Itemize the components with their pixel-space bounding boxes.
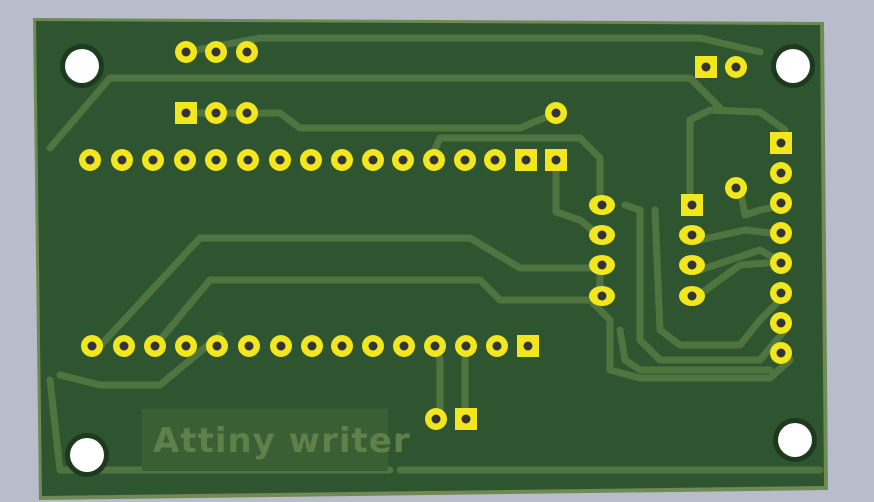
bottom-connector-square-pad [455, 408, 477, 430]
right-header-pad [770, 312, 792, 334]
upper-row-pad [362, 149, 384, 171]
upper-row-square-pad [545, 149, 567, 171]
upper-row-pad [205, 149, 227, 171]
dip-left-pad [589, 255, 615, 275]
right-header-pad [770, 282, 792, 304]
header-top-pad [205, 41, 227, 63]
upper-row-pad [142, 149, 164, 171]
upper-row-pad [423, 149, 445, 171]
upper-row-pad [79, 149, 101, 171]
header-second-pad [236, 102, 258, 124]
dip-left-pad [589, 286, 615, 306]
right-header-pad [770, 192, 792, 214]
lower-row-pad [486, 335, 508, 357]
upper-row-pad [331, 149, 353, 171]
board-label: Attiny writer [153, 421, 411, 461]
lower-row-pad [81, 335, 103, 357]
upper-row-pad [392, 149, 414, 171]
single-pad [545, 102, 567, 124]
upper-row-pad [515, 149, 537, 171]
header-top-pad [236, 41, 258, 63]
upper-row-pad [111, 149, 133, 171]
upper-row-pad [174, 149, 196, 171]
pads [79, 41, 792, 430]
lower-row-pad [113, 335, 135, 357]
right-header-pad [770, 132, 792, 154]
upper-row-pad [484, 149, 506, 171]
upper-row-pad [269, 149, 291, 171]
right-header-pad [770, 252, 792, 274]
lower-row-pad [301, 335, 323, 357]
lower-row-pad [238, 335, 260, 357]
lower-row-pad [393, 335, 415, 357]
right-header-pad [770, 162, 792, 184]
right-header-pad [770, 342, 792, 364]
dip-right-pad [679, 255, 705, 275]
lower-row-pad [362, 335, 384, 357]
lower-row-pad [206, 335, 228, 357]
lower-row-pad [144, 335, 166, 357]
power-connector-pad [725, 56, 747, 78]
upper-row-pad [454, 149, 476, 171]
dip-right-pad [679, 225, 705, 245]
header-second-pad [205, 102, 227, 124]
lower-row-pad [175, 335, 197, 357]
via-pad [725, 177, 747, 199]
lower-row-pad [270, 335, 292, 357]
upper-row-pad [300, 149, 322, 171]
dip-right-square-pad [681, 194, 703, 216]
label-plate [142, 409, 388, 471]
lower-row-pad [517, 335, 539, 357]
dip-right-pad [679, 286, 705, 306]
lower-row-pad [424, 335, 446, 357]
mount-holes [60, 44, 817, 477]
right-header-pad [770, 222, 792, 244]
lower-row-pad [455, 335, 477, 357]
bottom-connector-pad [425, 408, 447, 430]
upper-row-pad [237, 149, 259, 171]
dip-left-pad [589, 195, 615, 215]
power-connector-pad [695, 56, 717, 78]
header-top-pad [175, 41, 197, 63]
lower-row-pad [331, 335, 353, 357]
header-second-pad [175, 102, 197, 124]
dip-left-pad [589, 225, 615, 245]
